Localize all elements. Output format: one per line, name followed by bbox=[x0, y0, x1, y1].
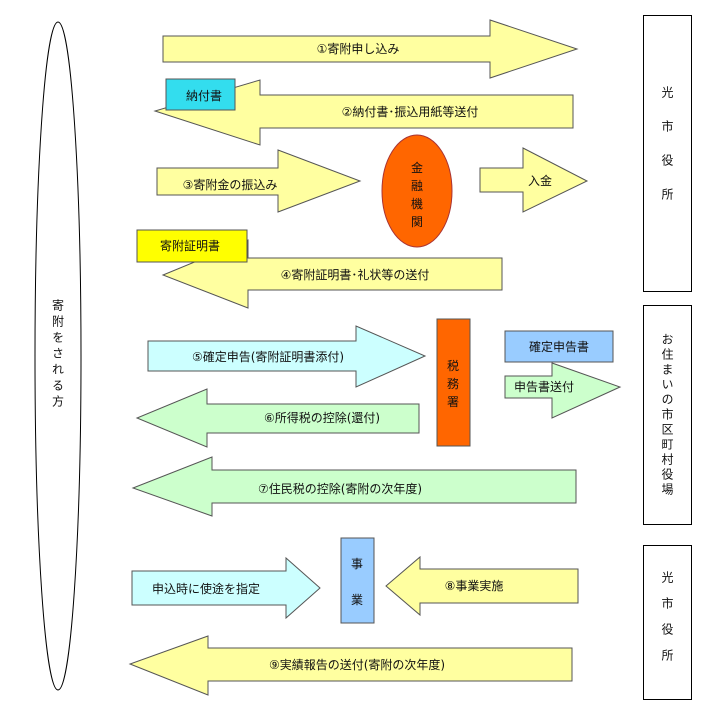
tax-office-char: 税 bbox=[447, 359, 459, 373]
arrow-6 bbox=[135, 388, 420, 448]
bank-char: 関 bbox=[411, 215, 423, 229]
donation-certificate-label: 寄附証明書 bbox=[160, 238, 220, 253]
tax-return-tag bbox=[504, 330, 614, 363]
arrow-2-label: ②納付書･振込用紙等送付 bbox=[342, 104, 479, 119]
designate-label: 申込時に使途を指定 bbox=[152, 581, 260, 596]
report-send-label: 申告書送付 bbox=[514, 379, 574, 394]
arrow-4-label: ④寄附証明書･礼状等の送付 bbox=[281, 267, 430, 282]
hikari-city-office-label: 光市役所 bbox=[660, 570, 674, 675]
arrow-8-label: ⑧事業実施 bbox=[445, 578, 504, 593]
designate-arrow bbox=[131, 556, 321, 620]
project-char: 業 bbox=[351, 593, 363, 607]
bank-node bbox=[381, 134, 453, 248]
residence-municipal-office-label: お住まいの市区町村役場 bbox=[660, 332, 674, 498]
payment-slip-label: 納付書 bbox=[186, 89, 222, 103]
arrow-1-label: ①寄附申し込み bbox=[317, 41, 400, 56]
donor-label-box: 寄附をされる方 bbox=[48, 290, 68, 420]
donation-certificate-tag bbox=[136, 229, 248, 263]
project-node bbox=[340, 537, 375, 624]
arrow-9-label: ⑨実績報告の送付(寄附の次年度) bbox=[269, 657, 445, 672]
tax-return-label: 確定申告書 bbox=[529, 339, 589, 354]
hikari-city-office-bottom: 光市役所 bbox=[643, 545, 692, 700]
deposit-arrow bbox=[479, 147, 589, 213]
arrow-5 bbox=[147, 325, 427, 388]
bank-char: 融 bbox=[411, 179, 423, 193]
arrow-9 bbox=[128, 635, 573, 696]
arrow-7-label: ⑦住民税の控除(寄附の次年度) bbox=[258, 481, 422, 496]
arrow-8 bbox=[385, 555, 579, 617]
tax-office-node bbox=[436, 318, 471, 447]
hikari-city-office-label: 光市役所 bbox=[660, 85, 674, 222]
arrow-4 bbox=[161, 239, 503, 309]
payment-slip-tag bbox=[165, 78, 236, 111]
donor-label: 寄附をされる方 bbox=[50, 299, 65, 411]
arrow-7 bbox=[131, 456, 577, 517]
deposit-label: 入金 bbox=[528, 173, 552, 188]
arrow-6-label: ⑥所得税の控除(還付) bbox=[264, 410, 380, 425]
bank-char: 機 bbox=[411, 196, 423, 211]
arrow-3 bbox=[156, 149, 362, 213]
residence-municipal-office: お住まいの市区町村役場 bbox=[643, 305, 692, 525]
tax-office-char: 務 bbox=[447, 377, 459, 391]
donor-ellipse bbox=[34, 21, 82, 691]
arrow-2 bbox=[153, 79, 574, 146]
arrow-5-label: ⑤確定申告(寄附証明書添付) bbox=[192, 349, 344, 364]
project-char: 事 bbox=[351, 557, 363, 571]
tax-office-char: 署 bbox=[447, 395, 459, 409]
bank-char: 金 bbox=[411, 160, 423, 175]
hikari-city-office-top: 光市役所 bbox=[643, 15, 692, 292]
arrow-1 bbox=[162, 19, 579, 79]
arrow-3-label: ③寄附金の振込み bbox=[183, 177, 278, 192]
report-send-arrow bbox=[504, 362, 622, 419]
